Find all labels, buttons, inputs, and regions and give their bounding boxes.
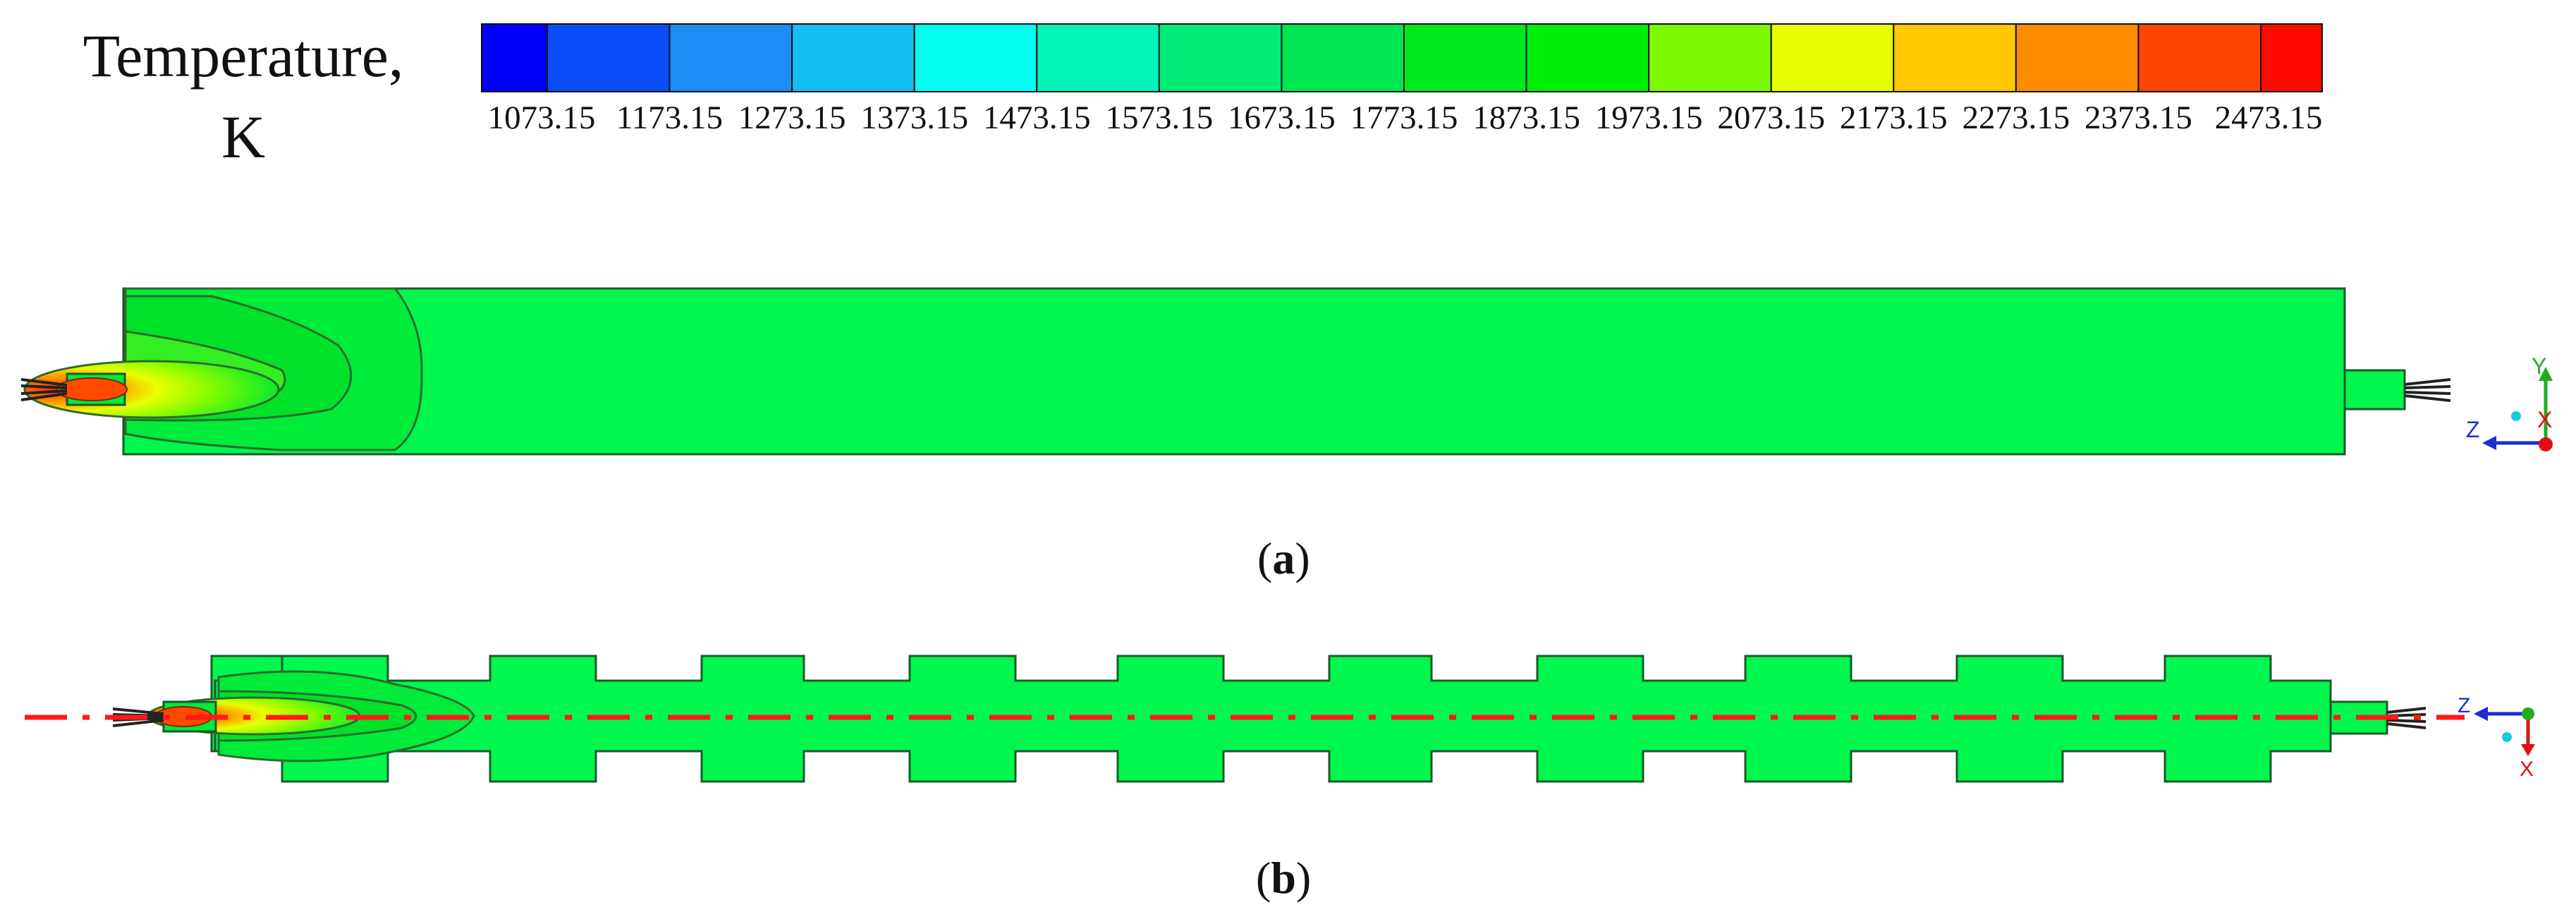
color-bar-segment: [2260, 23, 2323, 92]
color-bar-segment: [1770, 23, 1895, 92]
axis-label-y: Y: [2532, 353, 2546, 379]
color-bar-tick-label: 2173.15: [1839, 99, 1948, 136]
color-bar-segment: [1403, 23, 1527, 92]
color-bar-tick-label: 1473.15: [982, 99, 1091, 136]
axis-triad-a: Y Z X: [2466, 353, 2553, 451]
color-bar-segment: [1893, 23, 2017, 92]
color-bar-segment: [1036, 23, 1160, 92]
axis-triad-b: Z X: [2458, 694, 2535, 781]
color-bar-tick-label: 1873.15: [1472, 99, 1580, 136]
color-bar-tick-label: 1973.15: [1594, 99, 1703, 136]
color-bar-segment: [481, 23, 548, 92]
caption-a: (a): [1257, 533, 1310, 583]
color-bar-tick-label: 2373.15: [2084, 99, 2192, 136]
temperature-field-panel-b: Z X: [25, 655, 2535, 783]
color-bar-segment: [2015, 23, 2139, 92]
color-bar-tick-label: 1273.15: [738, 99, 846, 136]
axis-label-x: X: [2537, 407, 2552, 432]
color-bar-tick-label: 1073.15: [487, 99, 596, 136]
color-bar-tick-label: 2473.15: [2214, 99, 2323, 136]
color-bar-ticks: 1073.15 1173.15 1273.15 1373.15 1473.15 1573.…: [481, 99, 2323, 148]
axis-label-z-b: Z: [2458, 694, 2470, 717]
color-bar-segment: [2137, 23, 2261, 92]
color-bar-tick-label: 1673.15: [1228, 99, 1336, 136]
legend-title-line1: Temperature,: [83, 22, 404, 90]
outlet-lines: [2404, 378, 2451, 402]
temperature-field-panel-a: Y Z X: [20, 287, 2553, 456]
axis-label-x-b: X: [2520, 758, 2534, 781]
color-bar-tick-label: 2273.15: [1962, 99, 2070, 136]
color-bar-tick-label: 1573.15: [1105, 99, 1214, 136]
color-bar-tick-label: 1773.15: [1350, 99, 1458, 136]
burner-flame: [56, 377, 128, 401]
color-bar-segment: [913, 23, 1038, 92]
color-bar-segment: [1281, 23, 1405, 92]
color-bar-tick-label: 2073.15: [1717, 99, 1826, 136]
caption-b: (b): [1256, 853, 1312, 903]
flue-outlet: [2343, 369, 2406, 411]
furnace-chamber: [122, 287, 2346, 456]
color-bar-segment: [1158, 23, 1283, 92]
color-bar-segment: [1648, 23, 1772, 92]
color-bar-tick-label: 1173.15: [616, 99, 724, 136]
axis-label-z: Z: [2466, 417, 2480, 442]
color-bar: [481, 23, 2323, 92]
color-bar-segment: [547, 23, 671, 92]
inlet-lines: [20, 378, 68, 401]
color-bar-segment: [1525, 23, 1650, 92]
color-bar-segment: [669, 23, 793, 92]
color-bar-segment: [791, 23, 915, 92]
legend-title: Temperature, K: [0, 16, 487, 178]
legend-title-line2: K: [221, 103, 266, 171]
color-bar-tick-label: 1373.15: [860, 99, 969, 136]
